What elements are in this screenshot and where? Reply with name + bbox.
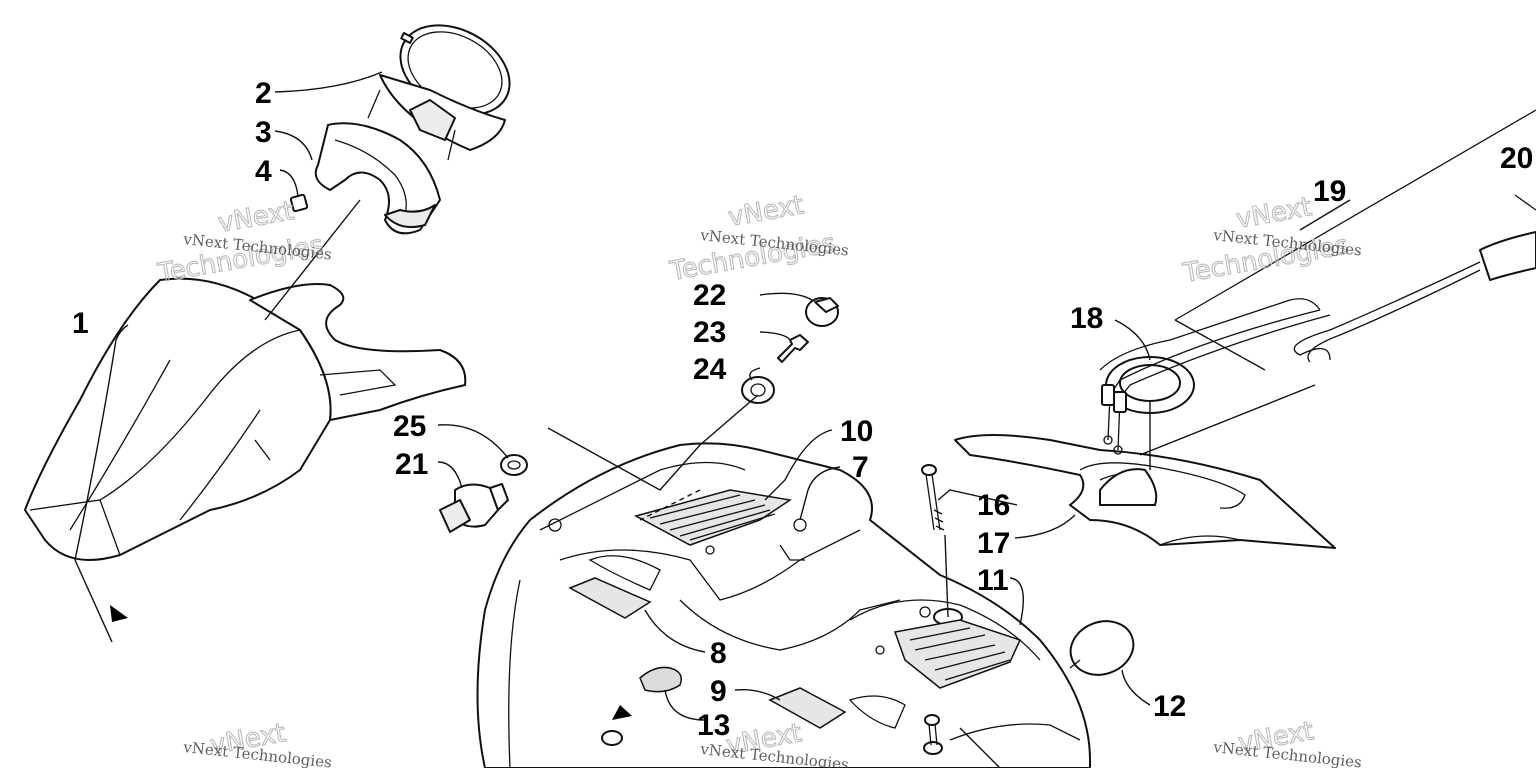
svg-text:vNext: vNext <box>216 196 296 239</box>
callout-1: 1 <box>72 307 89 340</box>
svg-text:vNext: vNext <box>726 190 806 233</box>
arrow-marker <box>612 705 632 720</box>
part-pad-10 <box>633 489 792 546</box>
watermark-1: vNext Technologies vNext Technologies <box>154 196 332 290</box>
callout-8: 8 <box>710 637 727 670</box>
callout-12: 12 <box>1153 690 1186 723</box>
part-bolt <box>921 464 945 531</box>
arrow-marker <box>110 605 128 622</box>
watermark-5: vNext vNext Technologies <box>699 718 850 768</box>
part-gauge-bracket <box>314 122 441 235</box>
part-gasket <box>1105 356 1195 414</box>
part-screw <box>924 714 940 746</box>
part-throttle-cables <box>1099 109 1536 455</box>
callout-4: 4 <box>255 155 272 188</box>
part-key <box>777 334 809 363</box>
callout-22: 22 <box>693 279 726 312</box>
callout-17: 17 <box>977 527 1010 560</box>
part-cap-12 <box>1069 620 1135 676</box>
part-pad-11 <box>893 619 1022 689</box>
callout-9: 9 <box>710 675 727 708</box>
callout-25: 25 <box>393 410 426 443</box>
callout-7: 7 <box>852 451 869 484</box>
watermark-2: vNext Technologies vNext Technologies <box>666 190 849 288</box>
callout-16: 16 <box>977 489 1010 522</box>
leader-lines <box>74 71 1351 768</box>
part-key-cap <box>805 297 839 327</box>
part-gauge <box>367 24 511 161</box>
callout-20: 20 <box>1500 142 1533 175</box>
watermark-4: vNext vNext Technologies <box>182 718 333 768</box>
callout-2: 2 <box>255 77 272 110</box>
part-tank-cover <box>954 434 1336 549</box>
callout-labels: 1 2 3 4 7 8 9 10 11 12 13 16 17 18 19 20… <box>72 77 1533 742</box>
part-decal-9 <box>768 687 847 729</box>
callout-18: 18 <box>1070 302 1103 335</box>
part-grommet-24 <box>741 376 775 404</box>
part-nut <box>289 193 309 213</box>
callout-10: 10 <box>840 415 873 448</box>
callout-19: 19 <box>1313 175 1346 208</box>
callout-23: 23 <box>693 316 726 349</box>
callout-21: 21 <box>395 448 428 481</box>
callout-24: 24 <box>693 353 727 386</box>
part-ignition-switch <box>439 483 509 533</box>
part-washer-25 <box>500 454 528 476</box>
watermark-6: vNext vNext Technologies <box>1212 716 1363 768</box>
part-decal-8 <box>568 577 652 619</box>
part-patch-13 <box>639 666 682 693</box>
callout-3: 3 <box>255 116 272 149</box>
callout-11: 11 <box>977 564 1009 597</box>
part-front-fender <box>24 277 467 561</box>
callout-13: 13 <box>697 709 730 742</box>
